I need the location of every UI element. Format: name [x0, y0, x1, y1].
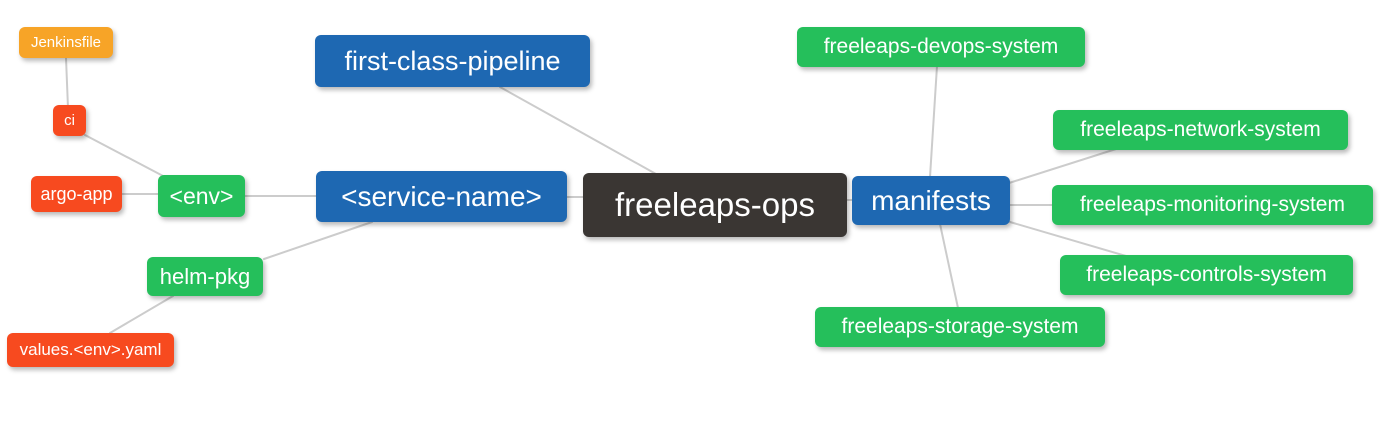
edge-manifests-storage	[939, 223, 959, 309]
node-freeleaps-storage-system[interactable]: freeleaps-storage-system	[815, 307, 1105, 347]
node-freeleaps-ops[interactable]: freeleaps-ops	[583, 173, 847, 237]
node-helm-pkg[interactable]: helm-pkg	[147, 257, 263, 296]
edge-values-helmpkg	[109, 295, 174, 334]
edge-manifests-controls	[1009, 221, 1127, 257]
node-jenkinsfile[interactable]: Jenkinsfile	[19, 27, 113, 58]
node-manifests[interactable]: manifests	[852, 176, 1010, 225]
node-freeleaps-network-system[interactable]: freeleaps-network-system	[1053, 110, 1348, 150]
edge-pipeline-ops	[499, 86, 657, 175]
node-freeleaps-monitoring-system[interactable]: freeleaps-monitoring-system	[1052, 185, 1373, 225]
node-env[interactable]: <env>	[158, 175, 245, 217]
edge-jenkinsfile-ci	[65, 57, 69, 109]
node-values-env-yaml[interactable]: values.<env>.yaml	[7, 333, 174, 367]
node-service-name[interactable]: <service-name>	[316, 171, 567, 222]
edge-helmpkg-servicename	[263, 221, 373, 260]
edge-ci-env	[84, 134, 166, 178]
edge-manifests-network	[1008, 148, 1117, 184]
node-ci[interactable]: ci	[53, 105, 86, 136]
node-first-class-pipeline[interactable]: first-class-pipeline	[315, 35, 590, 87]
node-freeleaps-devops-system[interactable]: freeleaps-devops-system	[797, 27, 1085, 67]
node-freeleaps-controls-system[interactable]: freeleaps-controls-system	[1060, 255, 1353, 295]
node-argo-app[interactable]: argo-app	[31, 176, 122, 212]
edge-manifests-devops	[929, 65, 938, 178]
